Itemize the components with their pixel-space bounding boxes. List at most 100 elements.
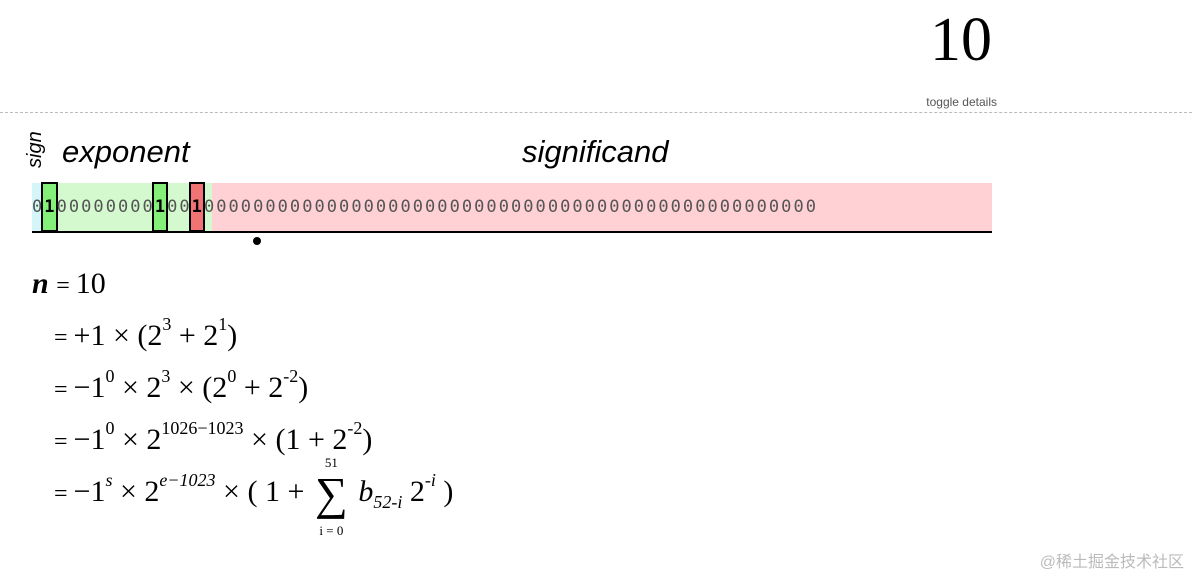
significand-bit[interactable]: 0: [498, 197, 511, 217]
term: ): [435, 475, 454, 508]
exponent-bit[interactable]: 0: [142, 197, 155, 217]
significand-bit[interactable]: 0: [658, 197, 671, 217]
exponent: 0: [227, 366, 237, 386]
significand-bit[interactable]: 0: [781, 197, 794, 217]
significand-bit[interactable]: 0: [793, 197, 806, 217]
significand-bit[interactable]: 0: [646, 197, 659, 217]
term: + 2: [171, 319, 219, 352]
significand-bit[interactable]: 0: [719, 197, 733, 217]
significand-bit[interactable]: 0: [302, 197, 315, 217]
significand-bit[interactable]: 0: [670, 197, 683, 217]
significand-bit[interactable]: 0: [351, 197, 364, 217]
significand-bit[interactable]: 0: [584, 197, 597, 217]
significand-bit[interactable]: 0: [216, 197, 229, 217]
sum-upper-bound: 51: [324, 455, 338, 471]
significand-bit[interactable]: 0: [609, 197, 622, 217]
significand-bit[interactable]: 0: [228, 197, 241, 217]
exponent-bit[interactable]: 1: [44, 197, 57, 217]
sign-bit[interactable]: 0: [32, 197, 45, 217]
exponent-bit[interactable]: 0: [68, 197, 82, 217]
significand-bit[interactable]: 0: [572, 197, 585, 217]
significand-bit[interactable]: 0: [203, 197, 217, 217]
exponent: -2: [347, 418, 363, 438]
exponent-bit[interactable]: 0: [167, 197, 180, 217]
equation-line-1: =+1 × (23 + 21): [32, 314, 453, 366]
significand-bit[interactable]: 0: [486, 197, 499, 217]
exponent-label: exponent: [62, 134, 190, 169]
significand-bit[interactable]: 0: [388, 197, 401, 217]
significand-bit[interactable]: 0: [510, 197, 524, 217]
exponent-bit[interactable]: 0: [105, 197, 118, 217]
significand-bit[interactable]: 0: [805, 197, 818, 217]
term: −1: [73, 371, 106, 404]
significand-bit[interactable]: 0: [179, 197, 192, 217]
equals-sign: =: [54, 377, 68, 403]
value: 10: [75, 267, 106, 300]
significand-bit[interactable]: 0: [412, 197, 425, 217]
significand-bit[interactable]: 0: [253, 197, 266, 217]
significand-bit[interactable]: 0: [265, 197, 278, 217]
term: × 2: [114, 423, 162, 456]
significand-bit[interactable]: 0: [461, 197, 475, 217]
significand-bit[interactable]: 0: [363, 197, 376, 217]
significand-label: significand: [522, 134, 669, 169]
exponent-bit[interactable]: 1: [154, 197, 168, 217]
significand-bit[interactable]: 0: [277, 197, 290, 217]
equals-sign: =: [54, 481, 68, 507]
significand-bit[interactable]: 0: [547, 197, 561, 217]
equation-line-2: =−10 × 23 × (20 + 2-2): [32, 366, 453, 418]
exponent-bit[interactable]: 0: [93, 197, 106, 217]
exponent: s: [105, 470, 113, 490]
bit-row: 0100000000100100000000000000000000000000…: [32, 183, 992, 233]
equals-sign: =: [54, 429, 68, 455]
equation-line-3: =−10 × 21026−1023 × (1 + 2-2): [32, 418, 453, 470]
significand-bit[interactable]: 0: [437, 197, 450, 217]
significand-bit[interactable]: 1: [191, 197, 204, 217]
exponent: -i: [424, 470, 436, 490]
exponent-bit[interactable]: 0: [130, 197, 143, 217]
significand-bit[interactable]: 0: [756, 197, 769, 217]
term: × (2: [170, 371, 228, 404]
lhs-variable: n: [32, 267, 49, 300]
exponent-bit[interactable]: 0: [81, 197, 94, 217]
significand-bit[interactable]: 0: [400, 197, 413, 217]
significand-bit[interactable]: 0: [744, 197, 757, 217]
significand-bit[interactable]: 0: [314, 197, 327, 217]
significand-bit[interactable]: 0: [474, 197, 487, 217]
significand-segment: [212, 183, 992, 231]
significand-bit[interactable]: 0: [425, 197, 438, 217]
equation-line-0: n =10: [32, 262, 453, 314]
term: +1 × (2: [73, 319, 163, 352]
term: −1: [73, 423, 106, 456]
significand-bit[interactable]: 0: [596, 197, 610, 217]
term: 2: [402, 475, 425, 508]
significand-bit[interactable]: 0: [449, 197, 462, 217]
significand-bit[interactable]: 0: [621, 197, 634, 217]
number-display: 10: [930, 6, 992, 74]
significand-bit[interactable]: 0: [695, 197, 708, 217]
exponent: 0: [105, 418, 115, 438]
significand-bit[interactable]: 0: [375, 197, 389, 217]
significand-bit[interactable]: 0: [523, 197, 536, 217]
significand-bit[interactable]: 0: [707, 197, 720, 217]
significand-bit[interactable]: 0: [768, 197, 782, 217]
toggle-details-link[interactable]: toggle details: [926, 95, 997, 109]
exponent-bit[interactable]: 0: [117, 197, 131, 217]
significand-bit[interactable]: 0: [240, 197, 254, 217]
subscript: 52-i: [373, 492, 403, 512]
significand-bit[interactable]: 0: [560, 197, 573, 217]
significand-bit[interactable]: 0: [682, 197, 696, 217]
significand-bit[interactable]: 0: [535, 197, 548, 217]
significand-bit[interactable]: 0: [289, 197, 303, 217]
exponent-bit[interactable]: 0: [56, 197, 69, 217]
significand-bit[interactable]: 0: [732, 197, 745, 217]
binary-point-dot: [253, 237, 261, 245]
significand-bit[interactable]: 0: [339, 197, 352, 217]
term: + 2: [236, 371, 284, 404]
significand-bit[interactable]: 0: [326, 197, 340, 217]
significand-bit[interactable]: 0: [633, 197, 647, 217]
term: ): [362, 423, 373, 456]
exponent: 1026−1023: [161, 418, 244, 438]
equals-sign: =: [54, 325, 68, 351]
